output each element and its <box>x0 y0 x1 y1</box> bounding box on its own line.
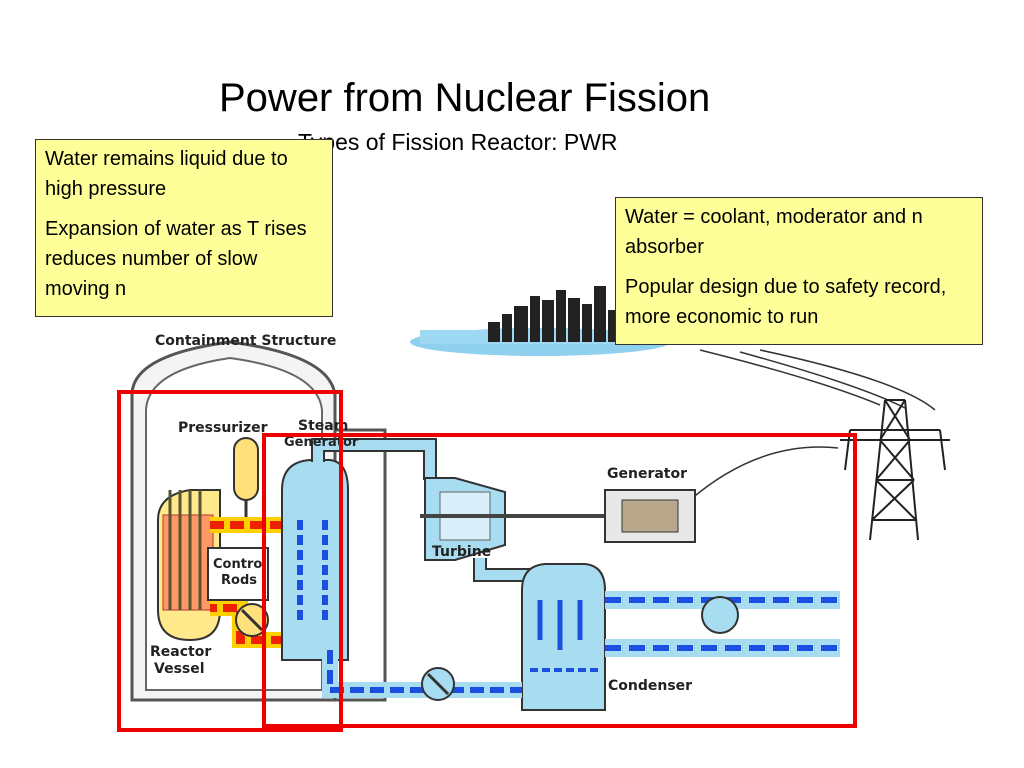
label-steam-generator-2: Generator <box>284 435 359 450</box>
note-left-line-1: Water remains liquid due to high pressur… <box>45 148 288 200</box>
label-condenser: Condenser <box>608 678 692 694</box>
label-control-rods-1: Control <box>213 557 267 572</box>
highlight-secondary-box <box>262 433 857 728</box>
highlight-primary-box <box>117 390 343 732</box>
control-rods-box <box>207 547 269 601</box>
cooling-water-loop <box>605 591 840 657</box>
note-left: Water remains liquid due to high pressur… <box>35 139 333 317</box>
label-containment: Containment Structure <box>155 333 336 349</box>
note-right-line-1: Water = coolant, moderator and n absorbe… <box>625 206 923 258</box>
steam-generator <box>281 459 349 661</box>
note-left-line-2: Expansion of water as T rises reduces nu… <box>45 218 307 300</box>
feedwater-pipe <box>322 650 522 701</box>
label-turbine: Turbine <box>432 544 491 560</box>
power-lines <box>689 349 936 501</box>
slide-title: Power from Nuclear Fission <box>219 76 711 120</box>
city-skyline <box>410 286 670 356</box>
label-reactor-vessel-2: Vessel <box>154 661 205 677</box>
pressurizer <box>233 437 259 520</box>
label-reactor-vessel-1: Reactor <box>150 644 211 660</box>
label-generator: Generator <box>607 466 687 482</box>
note-right-line-2: Popular design due to safety record, mor… <box>625 276 947 328</box>
transmission-tower <box>840 399 950 541</box>
steam-pipe <box>311 438 437 480</box>
slide-subtitle: Types of Fission Reactor: PWR <box>298 129 618 155</box>
label-pressurizer: Pressurizer <box>178 420 268 436</box>
label-control-rods-2: Rods <box>221 573 257 588</box>
condenser <box>521 563 606 711</box>
note-right: Water = coolant, moderator and n absorbe… <box>615 197 983 345</box>
reactor-vessel <box>157 489 221 642</box>
label-steam-generator-1: Steam <box>298 418 348 434</box>
generator <box>604 489 696 543</box>
turbine <box>420 477 615 561</box>
primary-pump <box>235 603 269 637</box>
